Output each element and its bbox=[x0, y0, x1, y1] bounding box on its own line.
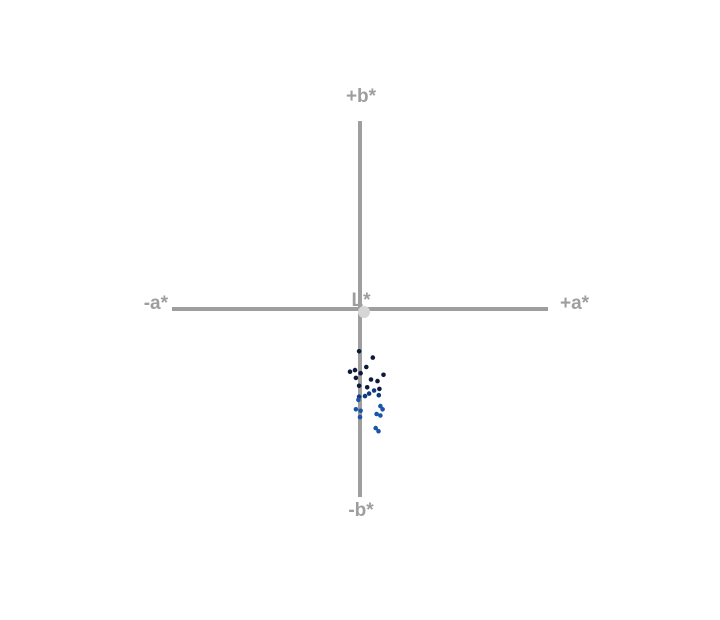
a-minus-label: -a* bbox=[144, 293, 169, 314]
center-l-label: L* bbox=[352, 290, 372, 311]
scatter-point bbox=[375, 378, 380, 384]
a-plus-label: +a* bbox=[560, 293, 590, 314]
scatter-point bbox=[381, 372, 386, 378]
scatter-point bbox=[370, 355, 376, 360]
scatter-point bbox=[358, 370, 363, 376]
scatter-point bbox=[352, 367, 358, 373]
scatter-point bbox=[358, 408, 363, 414]
scatter-point bbox=[368, 377, 374, 382]
scatter-point bbox=[362, 393, 368, 399]
scatter-point bbox=[357, 414, 363, 420]
scatter-point bbox=[364, 364, 369, 370]
data-points bbox=[347, 349, 386, 434]
scatter-point bbox=[356, 397, 361, 403]
center-marker bbox=[358, 306, 370, 318]
b-plus-label: +b* bbox=[346, 86, 377, 107]
scatter-point bbox=[371, 388, 377, 393]
scatter-point bbox=[376, 428, 381, 434]
scatter-point bbox=[378, 403, 383, 409]
scatter-point bbox=[364, 385, 370, 390]
scatter-point bbox=[366, 391, 372, 396]
scatter-point bbox=[374, 411, 379, 417]
scatter-point bbox=[356, 349, 362, 354]
scatter-point bbox=[378, 413, 383, 418]
scatter-point bbox=[377, 386, 382, 392]
scatter-point bbox=[353, 407, 359, 412]
scatter-point bbox=[347, 369, 353, 375]
scatter-point bbox=[373, 425, 379, 431]
scatter-point bbox=[353, 375, 359, 381]
scatter-point bbox=[356, 383, 362, 389]
scatter-point bbox=[380, 407, 385, 412]
scatter-point bbox=[376, 392, 382, 398]
b-minus-label: -b* bbox=[348, 500, 374, 521]
